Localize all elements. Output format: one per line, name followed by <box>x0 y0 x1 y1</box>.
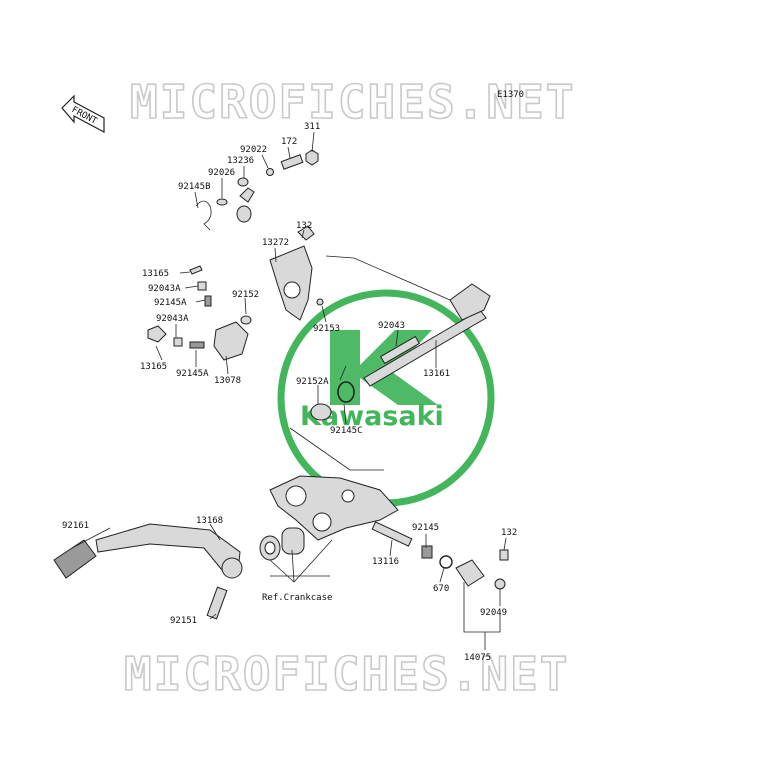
part-label: 92151 <box>170 616 197 626</box>
part-label: 92145A <box>154 298 187 308</box>
part-label: 92145A <box>176 369 209 379</box>
part-label: 13236 <box>227 156 254 166</box>
part-label: 13161 <box>423 369 450 379</box>
left-cluster-parts <box>147 265 252 361</box>
return-spring <box>310 365 355 421</box>
part-label: 13165 <box>140 362 167 372</box>
part-label: 13165 <box>142 269 169 279</box>
watermark-bottom: MICROFICHES.NET <box>124 647 569 701</box>
watermark-top: MICROFICHES.NET <box>130 75 575 129</box>
part-label: 172 <box>281 137 297 147</box>
part-label: 92049 <box>480 608 507 618</box>
cover-plate <box>269 245 324 321</box>
part-label: 13168 <box>196 516 223 526</box>
part-label: 670 <box>433 584 449 594</box>
shift-shaft <box>363 283 491 387</box>
part-label: 92145C <box>330 426 363 436</box>
part-label: 92043 <box>378 321 405 331</box>
part-label: 311 <box>304 122 320 132</box>
part-label: 13078 <box>214 376 241 386</box>
part-label: 13116 <box>372 557 399 567</box>
part-labels: 311 172 92022 13236 92026 92145B 132 132… <box>62 122 517 663</box>
part-label: 92152A <box>296 377 329 387</box>
diagram-code: E1370 <box>497 90 524 100</box>
crankcase-housing <box>269 475 399 541</box>
part-label: 13272 <box>262 238 289 248</box>
part-label: 92145 <box>412 523 439 533</box>
part-label: 132 <box>501 528 517 538</box>
lower-right-parts <box>371 521 509 590</box>
reference-note: Ref.Crankcase <box>262 593 332 603</box>
part-label: 92043A <box>156 314 189 324</box>
part-label: 92145B <box>178 182 211 192</box>
bearing-seal <box>259 527 305 561</box>
part-label: 132 <box>296 221 312 231</box>
leader-lines <box>71 131 507 650</box>
part-label: 92026 <box>208 168 235 178</box>
part-label: 92022 <box>240 145 267 155</box>
part-label: 92161 <box>62 521 89 531</box>
front-arrow-icon: FRONT <box>61 94 105 133</box>
part-label: 92153 <box>313 324 340 334</box>
shift-pedal <box>53 523 243 620</box>
part-label: 92152 <box>232 290 259 300</box>
part-label: 14075 <box>464 653 491 663</box>
part-label: 92043A <box>148 284 181 294</box>
upper-linkage-parts <box>195 149 319 241</box>
